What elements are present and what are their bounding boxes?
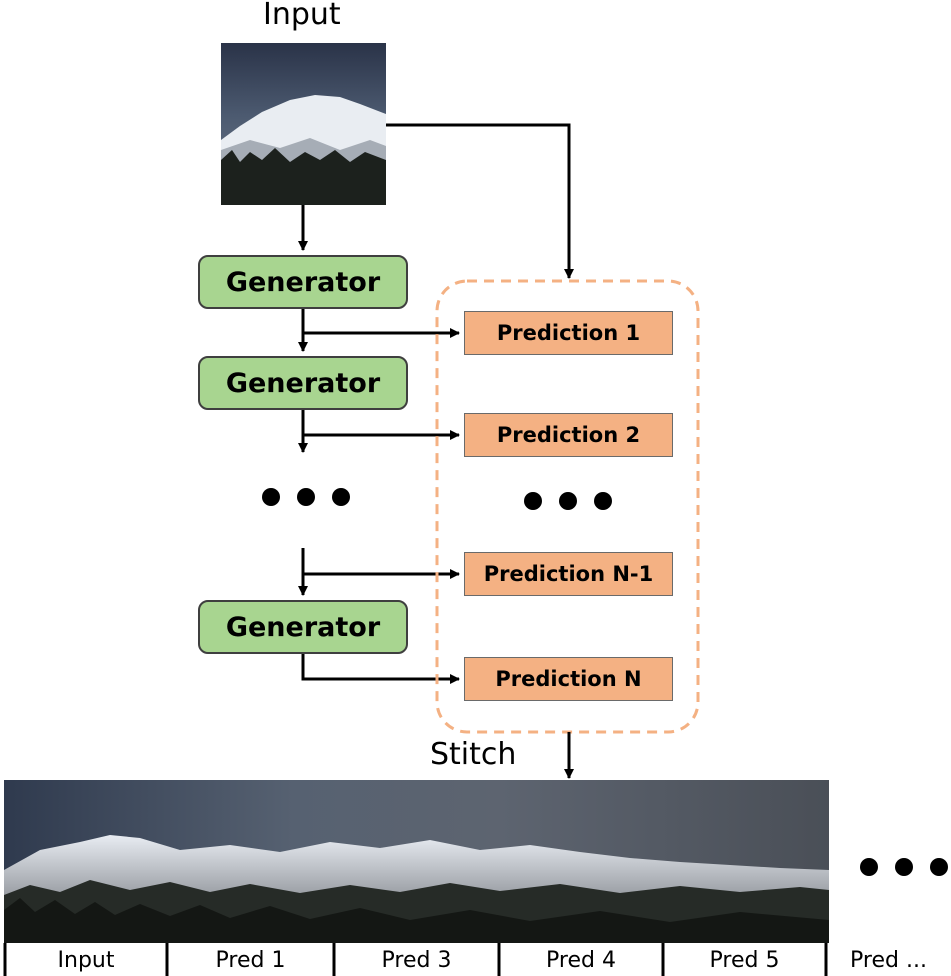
panorama-ellipsis-icon [860,858,948,876]
generator-ellipsis-icon [262,488,350,506]
input-image [221,43,386,205]
generator-block-1: Generator [198,255,408,309]
prediction-box-n: Prediction N [464,657,673,701]
prediction-box-2: Prediction 2 [464,413,673,457]
prediction-box-1: Prediction 1 [464,311,673,355]
generator-block-n: Generator [198,600,408,654]
input-title: Input [263,0,341,32]
prediction-ellipsis-icon [524,492,612,510]
stitch-title: Stitch [430,737,517,772]
stitched-panorama-image [4,780,829,943]
strip-label-pred-5: Pred 5 [709,947,780,973]
strip-label-pred-more: Pred ... [850,947,927,973]
strip-dividers [3,943,828,976]
strip-label-pred-3: Pred 3 [381,947,452,973]
strip-label-pred-1: Pred 1 [215,947,286,973]
prediction-box-n-1: Prediction N-1 [464,552,673,596]
generator-block-2: Generator [198,356,408,410]
strip-label-input: Input [57,947,115,973]
strip-label-pred-4: Pred 4 [546,947,616,973]
